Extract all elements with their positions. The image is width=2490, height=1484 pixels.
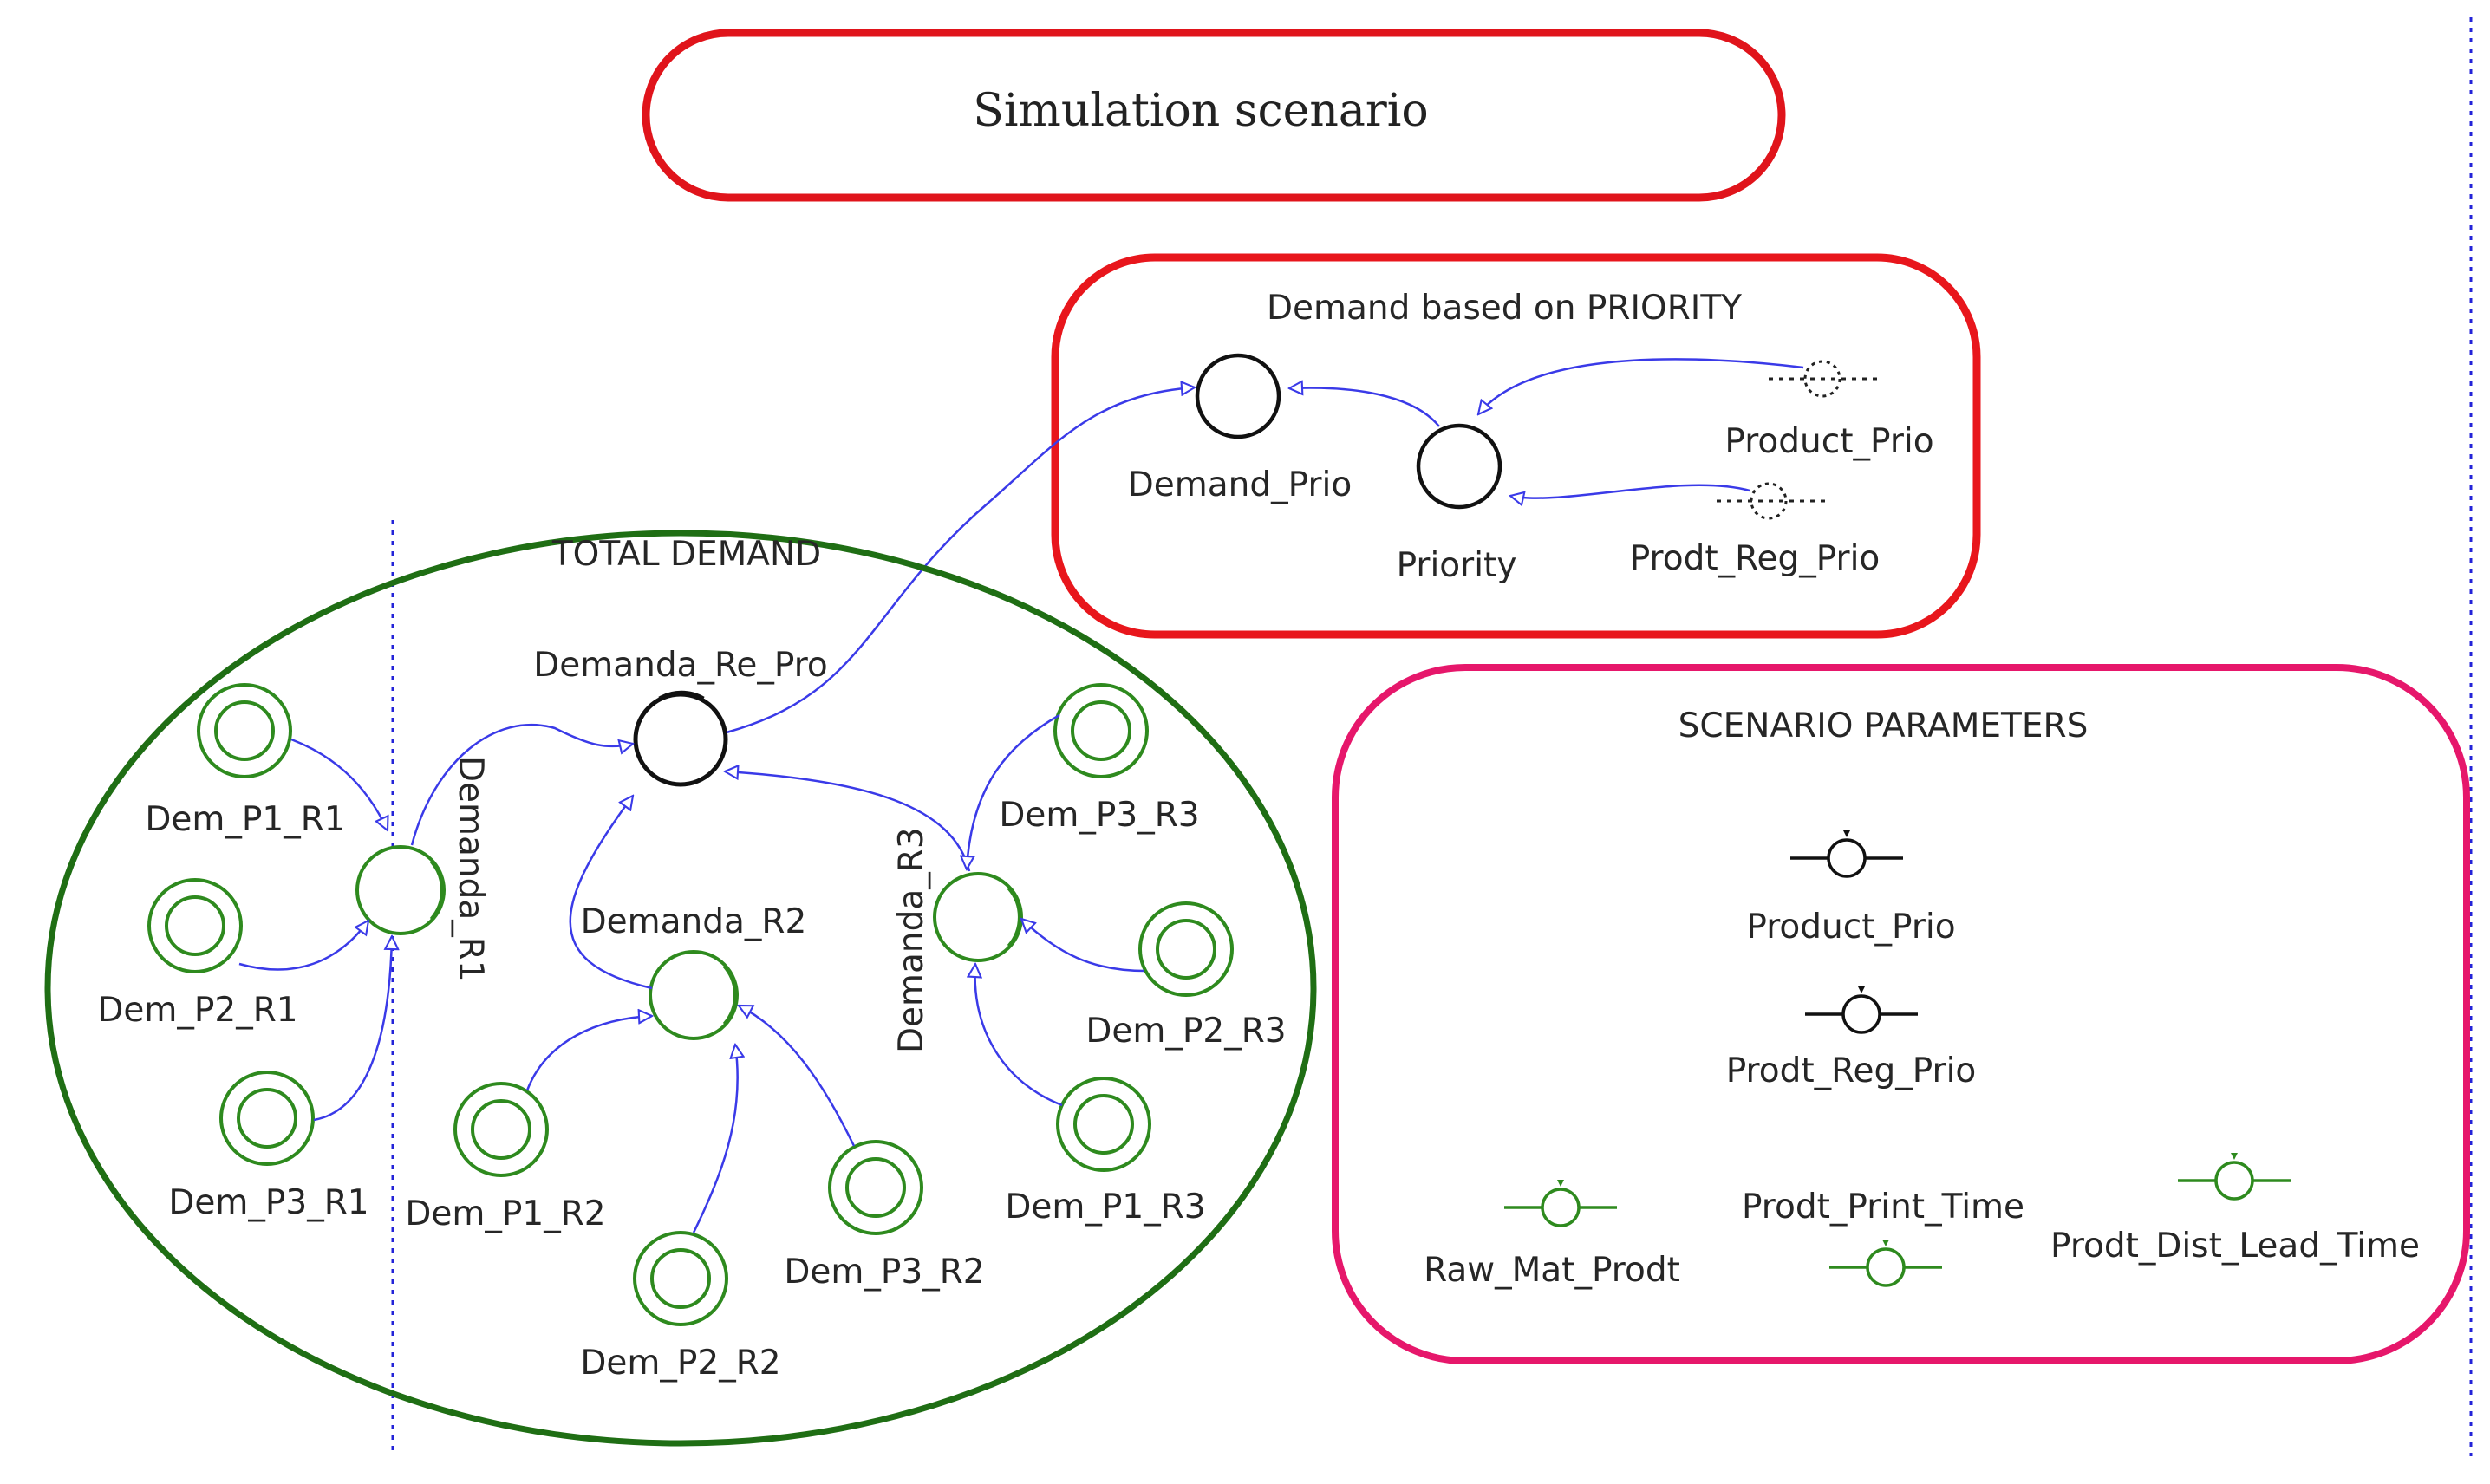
link-dem-p2-r3-to-demanda-r3 — [1021, 919, 1145, 973]
param-raw-mat-prodt-node[interactable] — [1504, 1180, 1617, 1227]
param-prodt-reg-prio-node[interactable] — [1805, 986, 1918, 1034]
dem-p2-r3-node[interactable] — [1138, 901, 1234, 997]
dem-p1-r1-node[interactable] — [197, 683, 292, 778]
priority-group: Demand based on PRIORITY Demand_Prio Pri… — [1051, 253, 1981, 639]
demanda-r3-label: Demanda_R3 — [892, 827, 931, 1053]
param-prodt-dist-lead-time-label: Prodt_Dist_Lead_Time — [2050, 1227, 2420, 1266]
dem-p1-r1-label: Dem_P1_R1 — [145, 800, 345, 839]
param-prodt-reg-prio-label: Prodt_Reg_Prio — [1726, 1051, 1977, 1090]
link-dem-p3-r3-to-demanda-r3 — [967, 713, 1060, 869]
priority-label: Priority — [1397, 546, 1517, 585]
param-prodt-print-time-label: Prodt_Print_Time — [1742, 1188, 2024, 1227]
dem-p2-r1-label: Dem_P2_R1 — [97, 991, 297, 1030]
priority-node[interactable] — [1416, 423, 1502, 510]
demanda-r3-node[interactable] — [933, 872, 1023, 962]
param-product-prio-label: Product_Prio — [1746, 908, 1955, 947]
demanda-r2-label: Demanda_R2 — [581, 902, 807, 941]
diagram-title: Simulation scenario — [973, 85, 1428, 137]
dem-p1-r2-node[interactable] — [453, 1082, 549, 1177]
prodt-reg-prio-ghost-node — [1717, 482, 1829, 520]
param-prodt-print-time-node[interactable] — [1829, 1240, 1942, 1287]
dem-p1-r3-node[interactable] — [1056, 1077, 1151, 1172]
dem-p2-r1-node[interactable] — [147, 878, 243, 973]
link-dem-p3-r1-to-demanda-r1 — [313, 936, 392, 1122]
dem-p3-r1-label: Dem_P3_R1 — [168, 1183, 368, 1222]
param-product-prio-node[interactable] — [1790, 830, 1903, 878]
dem-p1-r3-label: Dem_P1_R3 — [1005, 1188, 1205, 1227]
link-demanda-r1-to-demanda-re-pro — [410, 723, 633, 846]
dem-p3-r3-node[interactable] — [1053, 683, 1149, 778]
demanda-re-pro-node[interactable] — [633, 690, 728, 787]
link-demanda-r2-to-demanda-re-pro — [569, 796, 653, 990]
dem-p3-r2-label: Dem_P3_R2 — [784, 1253, 984, 1292]
dem-p3-r2-node[interactable] — [828, 1140, 923, 1235]
dem-p2-r2-node[interactable] — [633, 1231, 728, 1326]
param-prodt-dist-lead-time-node[interactable] — [2178, 1153, 2291, 1201]
title-box: Simulation scenario — [642, 29, 1786, 202]
link-dem-p1-r3-to-demanda-r3 — [975, 964, 1063, 1107]
product-prio-label: Product_Prio — [1724, 422, 1933, 461]
dem-p2-r3-label: Dem_P2_R3 — [1085, 1012, 1286, 1051]
link-demanda-r3-to-demanda-re-pro — [725, 771, 971, 872]
total-demand-title: TOTAL DEMAND — [551, 535, 821, 574]
link-prodt-reg-prio-to-priority — [1510, 484, 1750, 498]
demanda-re-pro-label: Demanda_Re_Pro — [533, 646, 828, 685]
demand-prio-label: Demand_Prio — [1128, 465, 1352, 504]
scenario-parameters-group: SCENARIO PARAMETERS Product_Prio Prodt_R… — [1332, 664, 2470, 1364]
link-priority-to-demand-prio — [1289, 388, 1440, 427]
dem-p3-r3-label: Dem_P3_R3 — [999, 796, 1199, 835]
dem-p1-r2-label: Dem_P1_R2 — [405, 1194, 605, 1233]
param-raw-mat-prodt-label: Raw_Mat_Prodt — [1424, 1251, 1680, 1290]
link-dem-p1-r1-to-demanda-r1 — [290, 738, 388, 830]
link-dem-p2-r1-to-demanda-r1 — [238, 921, 368, 971]
demanda-r2-node[interactable] — [649, 950, 739, 1040]
product-prio-ghost-node — [1769, 360, 1881, 398]
prodt-reg-prio-label: Prodt_Reg_Prio — [1630, 539, 1881, 578]
total-demand-group: TOTAL DEMAND Demanda_Re_Pro Demanda_R1 D… — [44, 530, 1317, 1447]
link-dem-p2-r2-to-demanda-r2 — [692, 1045, 738, 1233]
link-dem-p3-r2-to-demanda-r2 — [739, 1004, 856, 1147]
link-product-prio-to-priority — [1478, 358, 1804, 414]
demand-prio-node[interactable] — [1195, 353, 1281, 439]
link-demanda-re-pro-to-demand-prio — [726, 387, 1195, 734]
demanda-r1-label: Demanda_R1 — [451, 756, 490, 982]
link-dem-p1-r2-to-demanda-r2 — [525, 1016, 652, 1091]
dem-p2-r2-label: Dem_P2_R2 — [580, 1344, 780, 1383]
scenario-parameters-title: SCENARIO PARAMETERS — [1678, 706, 2089, 745]
dem-p3-r1-node[interactable] — [219, 1071, 315, 1166]
demanda-r1-node[interactable] — [355, 845, 446, 935]
priority-group-title: Demand based on PRIORITY — [1267, 289, 1742, 328]
